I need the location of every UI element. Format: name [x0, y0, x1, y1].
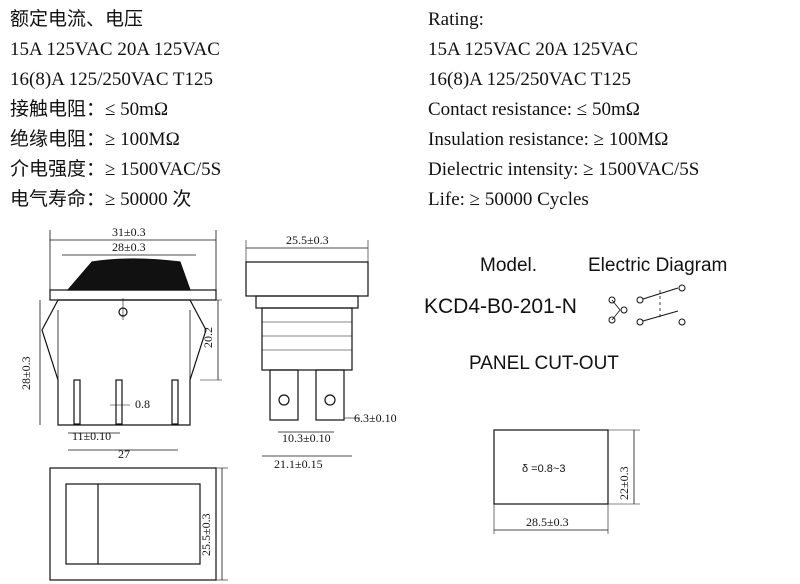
dim-side-top: 25.5±0.3 — [286, 233, 329, 247]
dim-side-base: 21.1±0.15 — [274, 457, 323, 471]
front-pin-left — [73, 379, 81, 425]
switch-contact-d — [678, 318, 686, 326]
bottom-outer — [49, 467, 217, 581]
dim-base: 27 — [118, 447, 130, 461]
bottom-inner — [65, 483, 201, 565]
model-value: KCD4-B0-201-N — [424, 295, 577, 318]
side-terminal-left — [269, 369, 299, 421]
terminal-hole-right — [324, 394, 336, 406]
dim-height: 28±0.3 — [19, 356, 33, 390]
spec-cn-rating-1: 15A 125VAC 20A 125VAC — [10, 39, 220, 60]
side-collar — [255, 295, 359, 309]
contact-terminal-2 — [608, 316, 616, 324]
dim-inner: 10.3±0.10 — [282, 431, 331, 445]
dim-cutout-width: 28.5±0.3 — [526, 515, 569, 529]
flange — [49, 289, 217, 301]
spec-en-life: Life: ≥ 50000 Cycles — [428, 189, 589, 210]
terminal-hole-left — [278, 394, 290, 406]
front-view: 31±0.3 28±0.3 28±0.3 20.2 0.8 11±0.10 27 — [19, 225, 222, 461]
thickness-note: δ =0.8~3 — [522, 463, 565, 475]
contact-terminal-1 — [608, 296, 616, 304]
front-pin-mid — [115, 379, 123, 425]
spec-en-insulation: Insulation resistance: ≥ 100MΩ — [428, 129, 669, 150]
switch-lever-b — [642, 310, 679, 322]
panel-cutout: δ =0.8~3 22±0.3 28.5±0.3 — [493, 429, 640, 534]
spec-en-rating-2: 16(8)A 125/250VAC T125 — [428, 69, 632, 90]
switch-contact-c — [636, 318, 644, 326]
spec-en-dielectric: Dielectric intensity: ≥ 1500VAC/5S — [428, 159, 700, 180]
spec-cn-dielectric: 介电强度：≥ 1500VAC/5S — [10, 159, 222, 180]
switch-lever-a — [642, 287, 679, 300]
electric-diagram — [608, 284, 686, 326]
dim-top-inner: 28±0.3 — [112, 240, 146, 254]
switch-contact-b — [678, 284, 686, 292]
spec-cn-contact: 接触电阻：≤ 50mΩ — [10, 99, 169, 120]
spec-en-contact: Contact resistance: ≤ 50mΩ — [428, 99, 640, 120]
lamp-symbol — [620, 306, 628, 314]
spec-en-rating-1: 15A 125VAC 20A 125VAC — [428, 39, 638, 60]
dim-bottom-height: 25.5±0.3 — [199, 513, 213, 556]
side-terminal-right — [315, 369, 345, 421]
spec-cn-life: 电气寿命：≥ 50000 次 — [10, 189, 192, 210]
side-view: 25.5±0.3 6.3±0.10 10.3±0.10 21.1±0.15 — [245, 233, 397, 471]
bottom-view: 25.5±0.3 — [49, 467, 228, 581]
panel-cutout-label: PANEL CUT-OUT — [469, 353, 619, 374]
side-body — [261, 307, 353, 371]
spec-cn-rating-2: 16(8)A 125/250VAC T125 — [10, 69, 214, 90]
spec-cn-insulation: 绝缘电阻：≥ 100MΩ — [10, 129, 180, 150]
dim-cutout-height: 22±0.3 — [617, 466, 631, 500]
spec-cn-rating: 额定电流、电压 — [10, 9, 144, 30]
dim-pin-gap: 0.8 — [135, 397, 150, 411]
electric-diagram-label: Electric Diagram — [588, 255, 727, 276]
side-bezel — [245, 261, 369, 297]
front-pin-right — [171, 379, 179, 425]
dim-pin-spacing: 11±0.10 — [72, 429, 111, 443]
front-body — [41, 299, 207, 426]
model-label: Model. — [480, 255, 537, 276]
rocker-actuator — [66, 258, 191, 291]
dim-side: 20.2 — [201, 327, 215, 348]
spec-en-rating: Rating: — [428, 9, 484, 30]
dim-top-outer: 31±0.3 — [112, 225, 146, 239]
dim-terminal: 6.3±0.10 — [354, 411, 397, 425]
switch-contact-a — [636, 296, 644, 304]
cutout-rect — [493, 429, 609, 505]
